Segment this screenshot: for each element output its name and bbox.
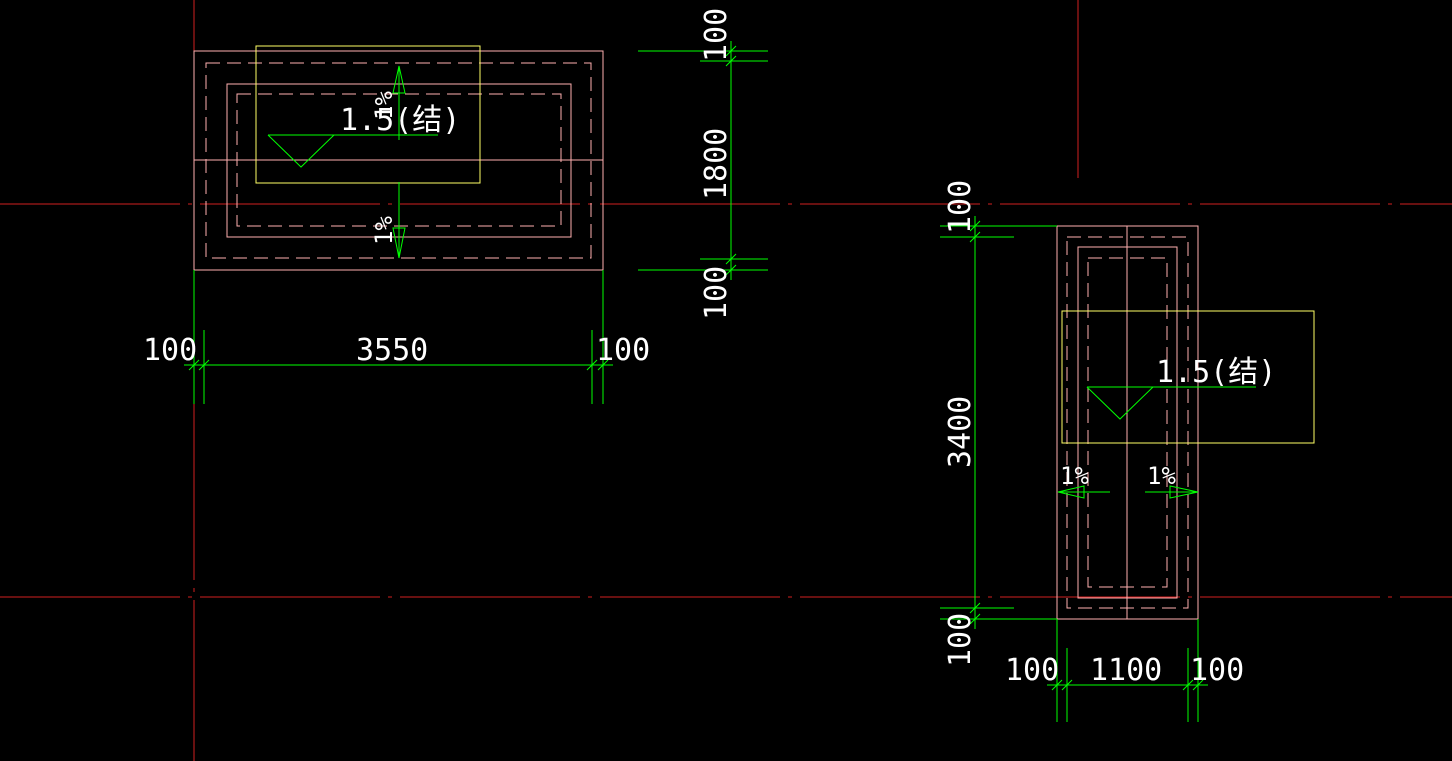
drawing-2-outline [1056,225,1199,620]
dim-top-100: 100 [943,180,978,234]
slope-left-arrow [1057,485,1110,499]
dim-width-3550: 3550 [356,333,428,368]
dim-bottom-100: 100 [699,266,734,320]
dim-bottom-100: 100 [943,613,978,667]
drawing-2: 1.5(结) 1% 1% 100 3400 100 [940,180,1315,722]
dim-height-1800: 1800 [699,128,734,200]
slope-right-label: 1% [1147,462,1176,490]
label-frame [1061,310,1315,444]
dim-top-100: 100 [699,8,734,62]
dim-right-100: 100 [596,333,650,368]
slope-down-arrow [392,182,406,259]
dim-left-100: 100 [1005,653,1059,688]
dim-horizontal [184,270,613,404]
slope-up-arrow [392,65,406,140]
dim-vertical [638,41,768,280]
dim-horizontal [1047,619,1208,722]
elevation-label: 1.5(结) [1156,355,1276,390]
dim-vertical [940,216,1057,629]
elevation-symbol [267,134,438,168]
slope-right-arrow [1145,485,1199,499]
slope-up-label: 1% [370,91,398,120]
elevation-symbol [1086,386,1256,420]
dim-right-100: 100 [1190,653,1244,688]
elevation-triangle [1086,386,1154,420]
dashed-outer [205,62,592,259]
elevation-triangle [267,134,335,168]
dashed-outer [1066,236,1189,609]
dim-left-100: 100 [143,333,197,368]
dim-width-1100: 1100 [1090,653,1162,688]
label-frame [255,45,481,184]
elevation-label: 1.5(结) [340,103,460,138]
slope-left-label: 1% [1060,462,1089,490]
slope-down-label: 1% [370,216,398,245]
drawing-1: 1.5(结) 1% 1% 100 3550 100 [143,8,768,404]
dashed-inner [1087,257,1168,588]
dim-height-3400: 3400 [943,396,978,468]
